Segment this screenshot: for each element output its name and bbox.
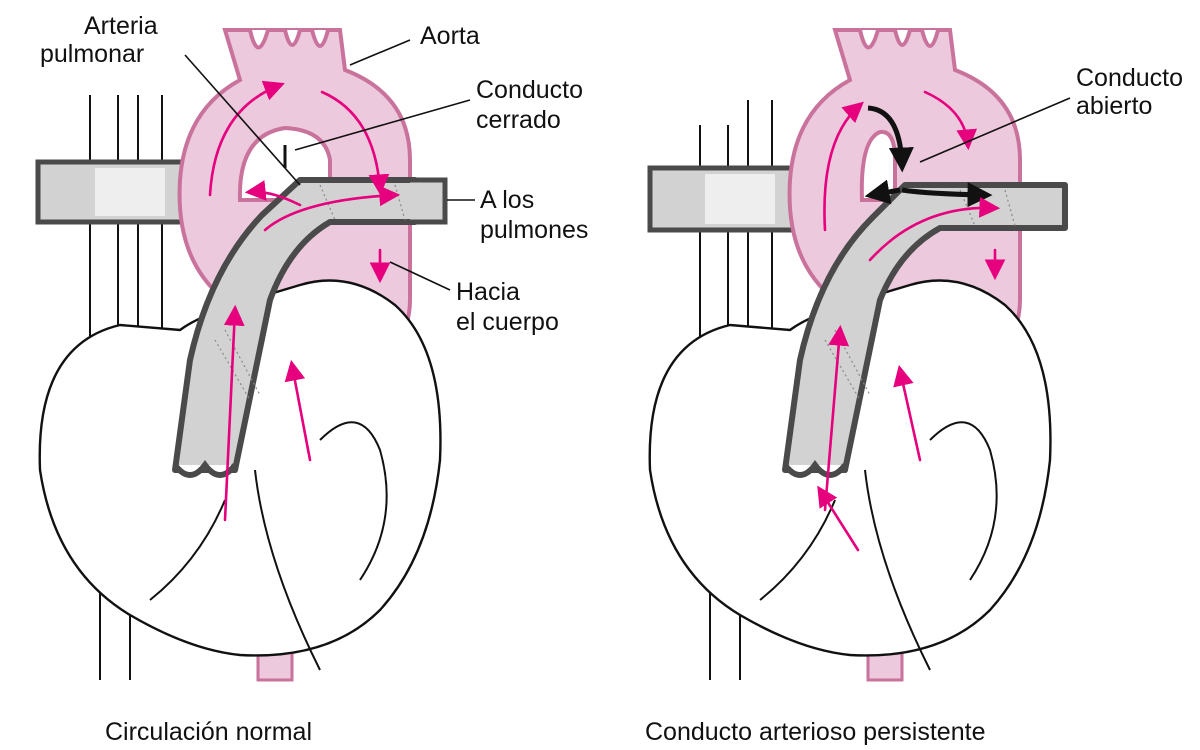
label-pulmonary-artery-line2: pulmonar bbox=[40, 40, 144, 68]
label-to-lungs-line1: A los bbox=[480, 186, 534, 214]
leader-aorta bbox=[350, 40, 410, 65]
label-aorta: Aorta bbox=[420, 22, 480, 50]
label-to-body-line2: el cuerpo bbox=[456, 308, 559, 336]
pulmonary-branch-left-light bbox=[95, 168, 165, 216]
label-open-duct-line2: abierto bbox=[1076, 92, 1152, 120]
label-closed-duct-line1: Conducto bbox=[476, 76, 583, 104]
aortic-branches-right bbox=[860, 30, 938, 48]
label-closed-duct-line2: cerrado bbox=[476, 106, 561, 134]
aortic-branches bbox=[250, 30, 328, 48]
label-open-duct-line1: Conducto bbox=[1076, 64, 1183, 92]
label-to-body-line1: Hacia bbox=[456, 278, 520, 306]
patent-ductus-panel: Conducto abierto Conducto arterioso pers… bbox=[645, 30, 1183, 746]
pulmonary-branch-right bbox=[410, 180, 445, 222]
caption-normal-circulation: Circulación normal bbox=[105, 718, 312, 746]
pulmonary-branch-light-right-panel bbox=[705, 174, 775, 224]
caption-patent-ductus: Conducto arterioso persistente bbox=[645, 718, 985, 746]
label-to-lungs-line2: pulmones bbox=[480, 216, 588, 244]
label-pulmonary-artery-line1: Arteria bbox=[84, 12, 158, 40]
normal-circulation-panel: Arteria pulmonar Aorta Conducto cerrado … bbox=[38, 12, 588, 746]
